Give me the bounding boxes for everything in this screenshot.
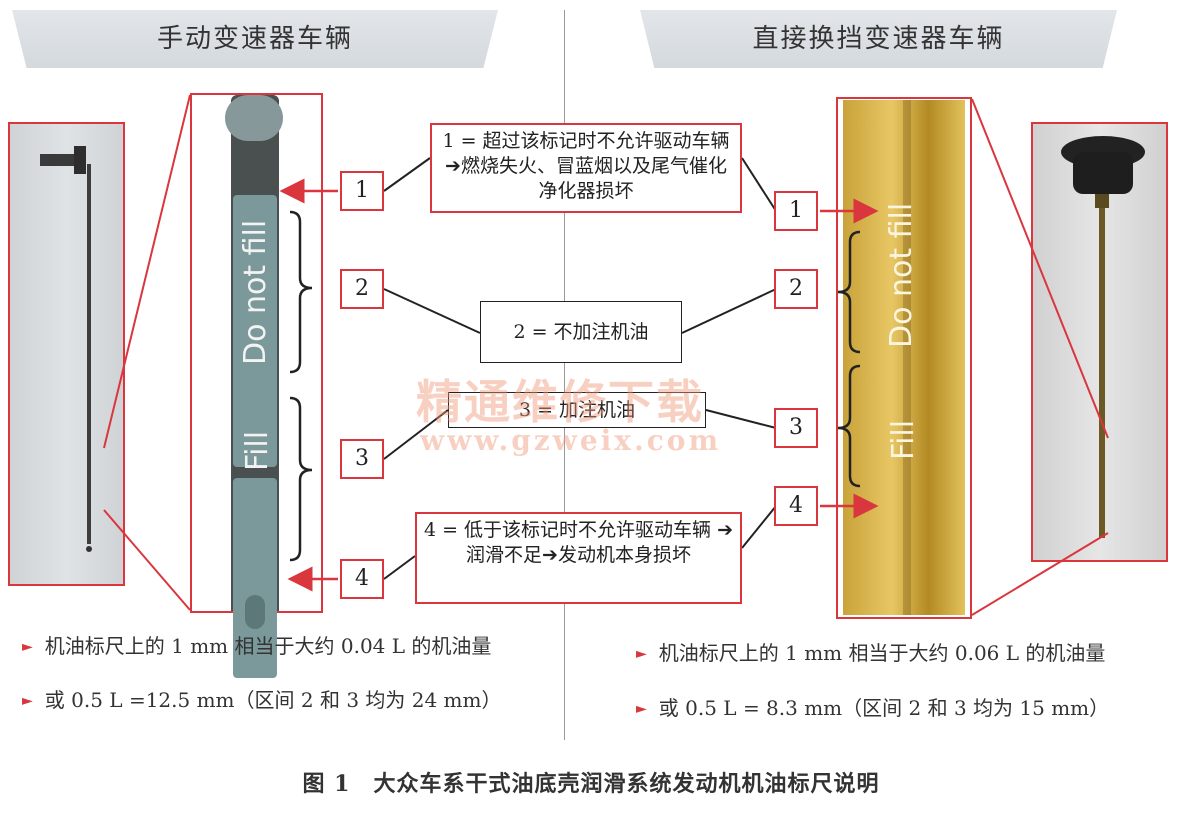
marker-2-left: 2	[340, 269, 384, 309]
dsg-dipstick-closeup	[843, 100, 965, 615]
bullet-arrow-icon: ►	[636, 701, 647, 717]
manual-dipstick-shape	[40, 146, 92, 552]
callout-do-not-fill: 2 = 不加注机油	[480, 301, 682, 363]
marker-2-right: 2	[774, 269, 818, 309]
bullet-arrow-icon: ►	[22, 693, 33, 709]
bullet-arrow-icon: ►	[22, 639, 33, 655]
callout-fill: 3 = 加注机油	[448, 392, 706, 428]
do-not-fill-zone	[233, 195, 277, 467]
manual-dipstick-photo	[8, 122, 125, 586]
bullet-arrow-icon: ►	[636, 646, 647, 662]
marker-3-right: 3	[774, 408, 818, 448]
marker-1-right: 1	[774, 191, 818, 231]
callout-min-mark: 4 = 低于该标记时不允许驱动车辆 ➔润滑不足➔发动机本身损坏	[415, 512, 742, 604]
dsg-dipstick-shape	[1061, 136, 1145, 538]
manual-dipstick-closeup	[225, 95, 283, 678]
fill-zone	[233, 478, 277, 678]
center-divider	[564, 10, 565, 740]
marker-3-left: 3	[340, 439, 384, 479]
note-right-1: ►机油标尺上的 1 mm 相当于大约 0.06 L 的机油量	[636, 641, 1106, 665]
watermark-url: www.gzweix.com	[420, 424, 722, 457]
note-left-1: ►机油标尺上的 1 mm 相当于大约 0.04 L 的机油量	[22, 634, 492, 658]
marker-4-left: 4	[340, 559, 384, 599]
watermark-cn: 精通维修下载	[416, 375, 704, 429]
dipstick-knob	[225, 95, 283, 141]
note-right-2: ►或 0.5 L = 8.3 mm（区间 2 和 3 均为 15 mm）	[636, 696, 1110, 720]
min-mark-dimple	[245, 595, 265, 629]
figure-caption: 图 1 大众车系干式油底壳润滑系统发动机机油标尺说明	[302, 771, 880, 797]
header-direct-shift-transmission: 直接换挡变速器车辆	[640, 10, 1117, 68]
marker-1-left: 1	[340, 171, 384, 211]
note-left-2: ►或 0.5 L =12.5 mm（区间 2 和 3 均为 24 mm）	[22, 688, 502, 712]
callout-max-mark: 1 = 超过该标记时不允许驱动车辆 ➔燃烧失火、冒蓝烟以及尾气催化净化器损坏	[430, 123, 742, 213]
dsg-dipstick-photo	[1031, 122, 1168, 562]
header-manual-transmission: 手动变速器车辆	[12, 10, 498, 68]
marker-4-right: 4	[774, 486, 818, 526]
